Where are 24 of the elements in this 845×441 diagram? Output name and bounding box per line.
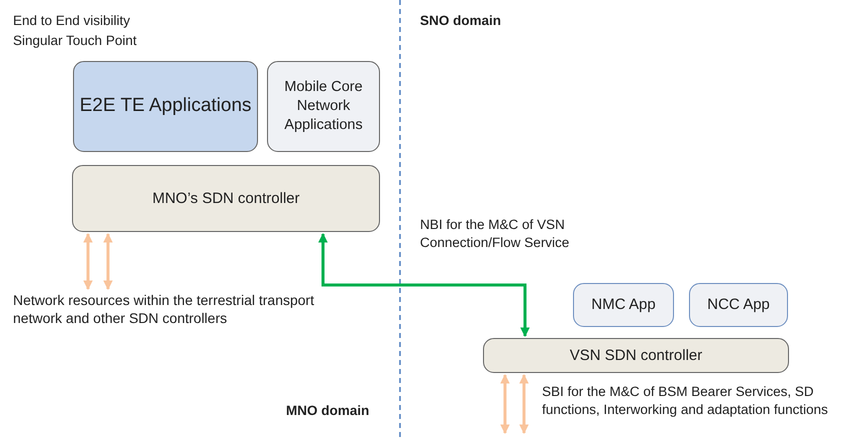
note-text: Singular Touch Point <box>13 32 137 50</box>
arrow <box>318 233 530 337</box>
note-text: End to End visibility <box>13 12 130 30</box>
node-label: NMC App <box>591 295 656 315</box>
domain-label: SNO domain <box>420 12 502 30</box>
domain-label: MNO domain <box>286 402 370 420</box>
arrow <box>103 233 113 290</box>
arrow <box>83 233 93 290</box>
note-text: SBI for the M&C of BSM Bearer Services, SD functions, Interworking and adaptation functions <box>542 383 829 420</box>
arrow <box>500 374 510 434</box>
node-label: Mobile Core Network Applications <box>283 78 364 135</box>
node-label: VSN SDN controller <box>570 346 702 366</box>
resources-text: Network resources within the terrestrial transport network and other SDN controllers <box>13 291 316 328</box>
controller-box <box>72 165 380 232</box>
app-box <box>573 283 674 327</box>
application-box <box>73 61 258 152</box>
controller-box <box>483 338 789 373</box>
node-label: MNO’s SDN controller <box>152 188 300 208</box>
node-label: E2E TE Applications <box>80 94 252 118</box>
app-box <box>689 283 788 327</box>
node-label: NCC App <box>707 295 770 315</box>
note-text: NBI for the M&C of VSN Connection/Flow Service <box>420 216 570 252</box>
arrow <box>519 374 529 434</box>
application-box <box>267 61 380 152</box>
